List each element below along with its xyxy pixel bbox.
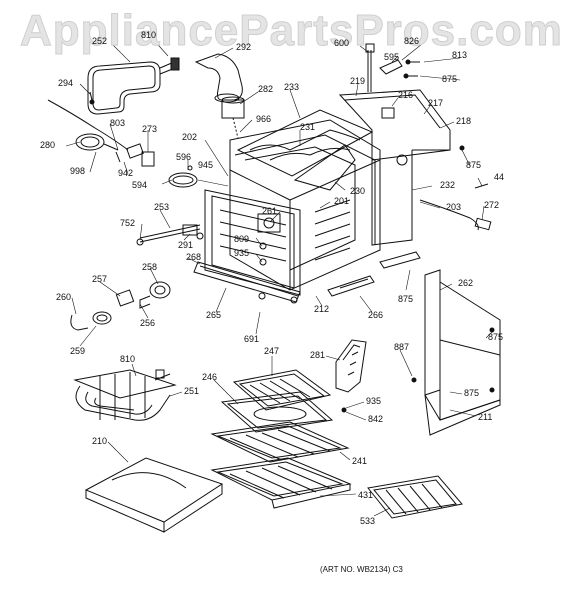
- callout-935-lower: 935: [366, 396, 382, 406]
- callout-810-broil: 810: [120, 354, 136, 364]
- callout-810: 810: [141, 30, 157, 40]
- callout-942: 942: [118, 168, 134, 178]
- callout-260: 260: [56, 292, 72, 302]
- callout-256: 256: [140, 318, 156, 328]
- callout-595: 595: [384, 52, 400, 62]
- insulation-233: [236, 109, 374, 191]
- trim-265: [193, 261, 301, 304]
- callout-211: 211: [478, 412, 493, 422]
- lamp-assembly: [70, 281, 171, 331]
- callout-875-top: 875: [442, 74, 458, 84]
- callout-258: 258: [142, 262, 158, 272]
- callout-230: 230: [350, 186, 366, 196]
- harness-594: [168, 165, 198, 188]
- callout-210: 210: [92, 436, 108, 446]
- callout-752: 752: [120, 218, 136, 228]
- callout-875-right: 875: [466, 160, 482, 170]
- hinge-253: [136, 224, 204, 246]
- callout-431: 431: [358, 490, 374, 500]
- callout-281: 281: [310, 350, 326, 360]
- callout-268: 268: [186, 252, 202, 262]
- callout-294: 294: [58, 78, 74, 88]
- callout-218: 218: [456, 116, 472, 126]
- sensor-600: [365, 43, 465, 151]
- oven-rack-431: [210, 457, 352, 509]
- callout-266: 266: [368, 310, 384, 320]
- callout-251: 251: [184, 386, 200, 396]
- drawer-panel-210: [84, 457, 224, 533]
- bracket-281: [335, 339, 367, 413]
- callout-291: 291: [178, 240, 194, 250]
- callout-875-panel-lower: 875: [464, 388, 480, 398]
- callout-232: 232: [440, 180, 456, 190]
- duct-292: [194, 53, 243, 103]
- probe-assembly: [47, 91, 155, 167]
- callout-247: 247: [264, 346, 280, 356]
- callout-292: 292: [236, 42, 252, 52]
- leader-lines: [65, 37, 493, 517]
- watermark-logo: AppliancePartsPros.com: [20, 6, 562, 56]
- trim-266: [327, 251, 421, 297]
- callout-257: 257: [92, 274, 108, 284]
- callout-594: 594: [132, 180, 148, 190]
- callout-813: 813: [452, 50, 468, 60]
- callout-273: 273: [142, 124, 158, 134]
- rack-533: [367, 475, 463, 519]
- callout-600: 600: [334, 38, 350, 48]
- callout-241: 241: [352, 456, 368, 466]
- fitting-282: [221, 96, 245, 139]
- bake-element-252: [87, 57, 180, 115]
- callout-203: 203: [446, 202, 462, 212]
- callout-44: 44: [494, 172, 505, 182]
- front-frame-202: [204, 189, 301, 296]
- wire-272: [419, 183, 492, 231]
- callout-217: 217: [428, 98, 444, 108]
- callout-265: 265: [206, 310, 222, 320]
- callout-887: 887: [394, 342, 410, 352]
- back-panel-216: [338, 89, 451, 246]
- side-panel-262: [411, 269, 501, 436]
- callout-282: 282: [258, 84, 274, 94]
- oven-cavity-201: [229, 119, 381, 291]
- callout-875-panel-upper: 875: [488, 332, 504, 342]
- broil-pan-grid-247: [232, 369, 332, 411]
- callout-596: 596: [176, 152, 192, 162]
- callout-935-upper: 935: [234, 248, 250, 258]
- callout-533: 533: [360, 516, 376, 526]
- callout-233: 233: [284, 82, 300, 92]
- callout-261: 261: [262, 206, 278, 216]
- oven-rack-241: [210, 421, 350, 463]
- callout-272: 272: [484, 200, 500, 210]
- callout-842: 842: [368, 414, 384, 424]
- callout-246: 246: [202, 372, 218, 382]
- callout-945: 945: [198, 160, 214, 170]
- callout-259: 259: [70, 346, 86, 356]
- callout-875-mid: 875: [398, 294, 414, 304]
- broil-pan-246: [220, 391, 334, 433]
- callout-252: 252: [92, 36, 108, 46]
- callout-809: 809: [234, 234, 250, 244]
- art-number: (ART NO. WB2134) C3: [320, 565, 403, 574]
- callout-826: 826: [404, 36, 420, 46]
- callout-201: 201: [334, 196, 350, 206]
- callout-280: 280: [40, 140, 56, 150]
- callout-262: 262: [458, 278, 474, 288]
- callout-212: 212: [314, 304, 330, 314]
- callout-231: 231: [300, 122, 316, 132]
- callout-691: 691: [244, 334, 260, 344]
- callout-216: 216: [398, 90, 414, 100]
- callout-219: 219: [350, 76, 366, 86]
- callout-253: 253: [154, 202, 170, 212]
- broil-element-251: [73, 369, 177, 421]
- callout-803: 803: [110, 118, 126, 128]
- callout-966: 966: [256, 114, 272, 124]
- callout-998: 998: [70, 166, 86, 176]
- callout-202: 202: [182, 132, 198, 142]
